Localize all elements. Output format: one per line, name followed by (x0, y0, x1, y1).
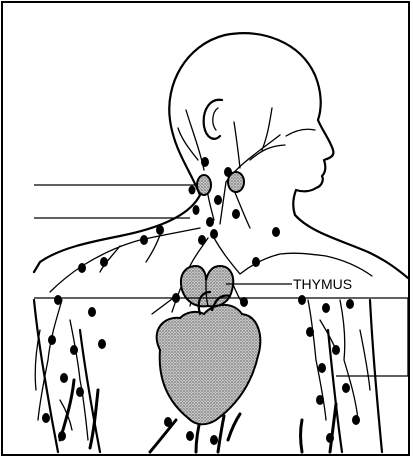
lymph-node (206, 217, 214, 227)
lymph-node (332, 345, 340, 355)
left-arm-outer (34, 300, 58, 452)
heart-organ (157, 305, 261, 424)
lymph-node (88, 307, 96, 317)
lymph-node (164, 417, 172, 427)
lymph-node (198, 235, 206, 245)
lymph-node (342, 383, 350, 393)
lymph-node (252, 257, 260, 267)
thymus-label: THYMUS (293, 276, 352, 292)
lymph-node (98, 339, 106, 349)
lymph-node (58, 431, 66, 441)
lymph-node (140, 235, 148, 245)
lymph-node (201, 157, 209, 167)
lymph-node (193, 205, 200, 215)
lymph-node (316, 395, 324, 405)
lymph-node (156, 225, 164, 235)
vessel-neck-right (226, 108, 315, 182)
lymph-node (322, 303, 330, 313)
lymph-node (48, 335, 56, 345)
lymph-node (352, 415, 360, 425)
lymph-node (306, 327, 314, 337)
lymph-node (78, 263, 86, 273)
lymph-node (60, 373, 68, 383)
lymph-node (70, 345, 78, 355)
lymph-node (214, 195, 222, 205)
lymph-node (272, 227, 280, 237)
vessel-subclavian-left (50, 228, 200, 292)
lymph-node (298, 295, 306, 305)
lymph-node (326, 433, 334, 443)
thyroid-left-lobe (197, 175, 211, 195)
lymph-node (76, 387, 84, 397)
lymph-node (54, 295, 62, 305)
vessel-neck-left (178, 110, 214, 220)
lymph-node (210, 229, 218, 239)
vessel-lower-right (301, 404, 337, 452)
lymph-node (210, 435, 218, 445)
lymph-node (42, 413, 50, 423)
lymph-node (318, 363, 326, 373)
lymph-node (186, 431, 194, 441)
shoulder-right (295, 215, 408, 278)
ear-inner (213, 108, 218, 130)
lymph-node (224, 167, 232, 177)
lymph-node (100, 257, 108, 267)
lymph-node (346, 299, 354, 309)
lymph-node (232, 209, 240, 219)
lymph-node (189, 186, 196, 195)
